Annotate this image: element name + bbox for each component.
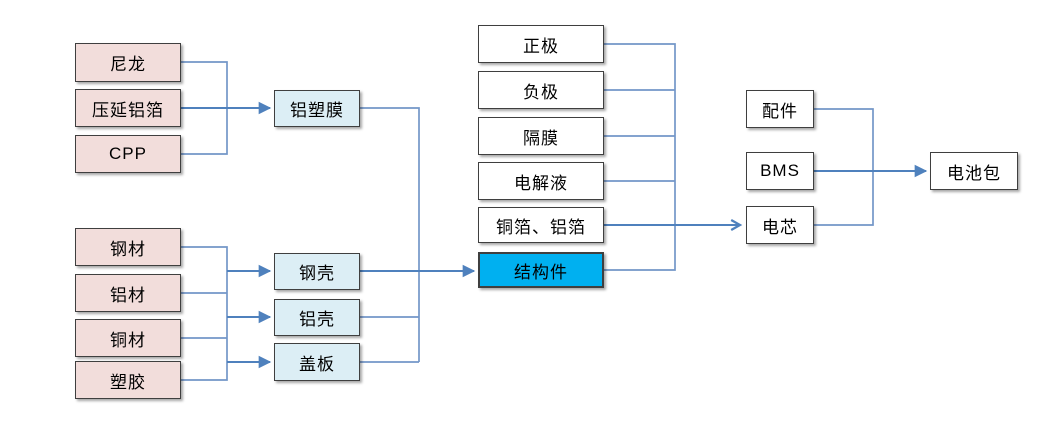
connector-pack-bus <box>814 108 874 226</box>
node-electrolyte: 电解液 <box>478 162 604 200</box>
node-steel: 钢材 <box>75 228 181 266</box>
node-copper-aluminum-foil: 铜箔、铝箔 <box>478 207 604 243</box>
node-cathode: 正极 <box>478 25 604 63</box>
node-rolled-aluminum-foil: 压延铝箔 <box>75 89 181 127</box>
node-copper: 铜材 <box>75 319 181 357</box>
connector-film-out-bus <box>360 107 420 362</box>
connector-cell-components-bus <box>604 43 676 271</box>
connector-metals-bus <box>181 246 228 381</box>
connector-group <box>181 43 874 381</box>
node-nylon: 尼龙 <box>75 43 181 82</box>
node-aluminum: 铝材 <box>75 274 181 312</box>
node-anode: 负极 <box>478 71 604 109</box>
node-battery-pack: 电池包 <box>930 152 1018 190</box>
node-cover-plate: 盖板 <box>274 343 360 381</box>
node-aluminum-plastic-film: 铝塑膜 <box>274 90 360 127</box>
node-bms: BMS <box>746 152 814 190</box>
node-cell: 电芯 <box>746 206 814 244</box>
node-steel-shell: 钢壳 <box>274 253 360 290</box>
arrow-group <box>181 101 928 369</box>
node-aluminum-shell: 铝壳 <box>274 299 360 336</box>
node-accessories: 配件 <box>746 90 814 128</box>
node-separator: 隔膜 <box>478 117 604 155</box>
node-structural-parts: 结构件 <box>478 252 604 288</box>
node-plastic: 塑胶 <box>75 361 181 399</box>
node-cpp: CPP <box>75 135 181 173</box>
